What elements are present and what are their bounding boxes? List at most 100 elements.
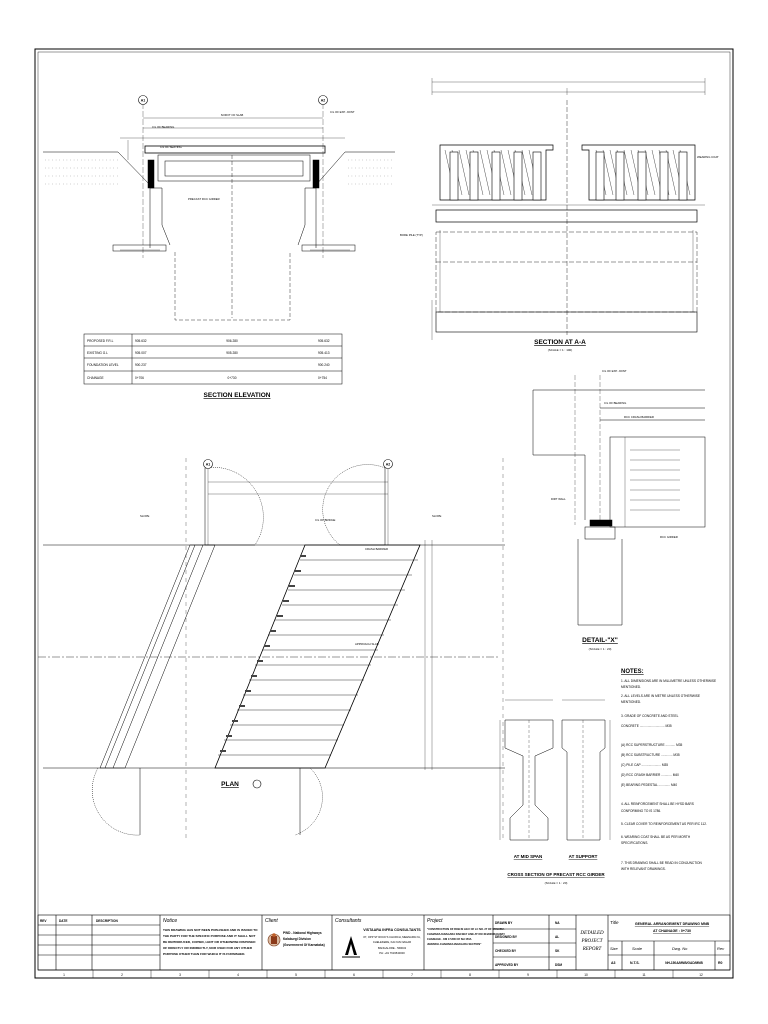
elevation-table: PROPOSED F.R.L 905.632 906.280 905.632 E…	[87, 339, 330, 380]
section-elevation-title: SECTION ELEVATION	[204, 392, 271, 399]
row-value: 905.007	[135, 351, 147, 355]
row-label: PROPOSED F.R.L	[87, 339, 114, 343]
client-line: (Government Of Karnataka)	[283, 943, 325, 947]
detail-x-rcc-girder: RCC GIRDER	[660, 535, 678, 539]
plan-slope-right: SLOPE	[432, 514, 441, 518]
plan-title: PLAN	[221, 781, 239, 788]
drawing-title-line-2: AT CHAINAGE : 0+730	[653, 929, 691, 933]
date-header: DATE	[59, 919, 67, 923]
grid-number: 5	[295, 973, 297, 977]
note-line: (E) BEARING PEDESTAL ............. M40	[621, 783, 677, 787]
note-line: CONFORMING TO IS 1786.	[621, 809, 661, 813]
note-line: 4. ALL REINFORCEMENT SHALL BE HYSD BARS	[621, 802, 694, 806]
size-label: Size	[610, 946, 619, 951]
outer-border	[34, 48, 734, 979]
section-aa-drawing	[431, 78, 706, 340]
report-line: REPORT	[582, 947, 603, 952]
staff-initials: NA	[555, 921, 560, 925]
staff-role: CHECKED BY	[495, 949, 517, 953]
grid-number-strip	[38, 969, 730, 978]
scale-label: Scale	[632, 946, 643, 951]
client-emblem	[267, 933, 281, 947]
consultant-name: VISTAARA INFRA CONSULTANTS	[363, 928, 421, 932]
row-value: 0+706	[135, 376, 144, 380]
note-line: 3. GRADE OF CONCRETE AND STEEL	[621, 714, 679, 718]
staff-table: DRAWN BY NA DESIGNED BY AL CHECKED BY SK…	[495, 921, 562, 967]
staff-initials: SK	[555, 949, 560, 953]
elev-exp-joint-label: C/L OF EXP. JOINT	[330, 110, 355, 114]
project-title: Project	[427, 918, 443, 924]
note-line: (A) RCC SUPERSTRUCTURE ........... M35	[621, 743, 683, 747]
grid-number: 11	[642, 973, 646, 977]
row-value: 0+754	[318, 376, 327, 380]
rev-header: REV	[40, 919, 47, 923]
section-aa-pile-label: BORE PILE (TYP)	[400, 233, 423, 237]
grid-number: 12	[699, 973, 703, 977]
row-value: 900.240	[318, 363, 330, 367]
note-line: 5. CLEAR COVER TO REINFORCEMENT AS PER I…	[621, 822, 707, 826]
note-line: 6. WEARING COAT SHALL BE AS PER MORTH	[621, 835, 691, 839]
notice-title: Notice	[163, 918, 177, 924]
title-label: Title	[610, 920, 619, 925]
girder-section-scale: (SCALE = 1 : 20)	[545, 881, 568, 885]
detail-x-title: DETAIL-"X"	[582, 637, 618, 644]
plan-mark-a2: A2	[386, 463, 391, 467]
girder-sections-drawing	[499, 699, 611, 841]
note-line: 1. ALL DIMENSIONS ARE IN MILLIMETRE UNLE…	[621, 679, 716, 683]
detail-x-drawing	[532, 375, 706, 626]
row-value: 906.280	[226, 339, 238, 343]
girder-support-label: AT SUPPORT	[569, 854, 598, 859]
section-aa-title: SECTION AT A-A	[534, 339, 586, 346]
client-line: PWD - National Highways	[283, 931, 322, 935]
project-line: "CONSTRUCTION OF ROB IN LIEU OF LC NO. 2…	[427, 927, 505, 931]
drawing-title-line-1: GENERAL ARRANGEMENT DRAWING MNB	[635, 922, 710, 926]
elev-seating-label: C/L OF SEATING	[160, 145, 182, 149]
notice-line: BE REPRODUCED, COPIED, LENT OR OTHERWISE…	[163, 940, 256, 944]
inner-border	[37, 51, 731, 971]
row-value: 0+730	[228, 376, 237, 380]
plan-bridge-label: C/L OF BRIDGE	[315, 518, 336, 522]
report-label: DETAILED PROJECT REPORT	[579, 931, 604, 952]
client-line: Kalaburgi Division	[283, 937, 311, 941]
dwg-no-value: NH-150A/MNB/GAD/MNB	[665, 961, 703, 965]
project-line: JEWARGI-CHAMARAJANAGARA SECTION"	[427, 942, 482, 946]
section-aa-scale: (SCALE = 1 : 100)	[548, 348, 572, 352]
notice-text: THIS DRAWING HAS NOT BEEN PUBLISHED AND …	[163, 928, 258, 956]
note-line: (D) RCC CRASH BARRIER ............ M40	[621, 773, 679, 777]
rev-value: R0	[718, 961, 723, 965]
size-value: A3	[611, 961, 616, 965]
elev-soffit-label: SOFFIT OF SLAB	[221, 113, 244, 117]
detail-x-dirt-wall: DIRT WALL	[551, 497, 566, 501]
note-line: 7. THIS DRAWING SHALL BE READ IN CONJUNC…	[621, 861, 703, 865]
client-text: PWD - National Highways Kalaburgi Divisi…	[283, 931, 325, 947]
plan-approach-slab-label: APPROACH SLAB	[355, 642, 379, 646]
address-line: #7, OPP ST ROCK'S CHURCH, MEENAPALYA,	[363, 935, 421, 939]
row-value: 905.413	[318, 351, 330, 355]
grid-numbers: 1 2 3 4 5 6 7 8 9 10 11 12	[63, 973, 703, 977]
notice-line: THIS DRAWING HAS NOT BEEN PUBLISHED AND …	[163, 928, 258, 932]
grid-number: 2	[121, 973, 123, 977]
elev-mark-a2: A2	[321, 99, 326, 103]
row-label: CHAINAGE	[87, 376, 104, 380]
note-line: WITH RELEVANT DRAWINGS.	[621, 867, 666, 871]
grid-number: 9	[527, 973, 529, 977]
row-label: FOUNDATION LEVEL	[87, 363, 119, 367]
staff-initials: AL	[555, 935, 559, 939]
rev-label: Rev	[717, 946, 725, 951]
notes-title: NOTES:	[621, 669, 644, 675]
row-value: 905.280	[226, 351, 238, 355]
plan-drawing	[38, 458, 505, 840]
dwg-no-label: Dwg. No	[672, 946, 688, 951]
project-line: CHAMARAJANAGARA RAILWAY LINE AT KM 404/9…	[427, 932, 505, 936]
note-line: 2. ALL LEVELS ARE IN METRE UNLESS OTHERW…	[621, 694, 700, 698]
plan-mark-a1: A1	[206, 463, 211, 467]
row-value: 905.632	[135, 339, 147, 343]
elev-mark-a1: A1	[141, 99, 146, 103]
project-text: "CONSTRUCTION OF ROB IN LIEU OF LC NO. 2…	[427, 927, 505, 946]
consultant-logo	[342, 936, 360, 958]
row-value: 900.237	[135, 363, 147, 367]
elev-girder-label: PRECAST RCC GIRDER	[188, 197, 220, 201]
section-elevation-drawing	[43, 95, 395, 321]
description-header: DESCRIPTION	[96, 919, 118, 923]
